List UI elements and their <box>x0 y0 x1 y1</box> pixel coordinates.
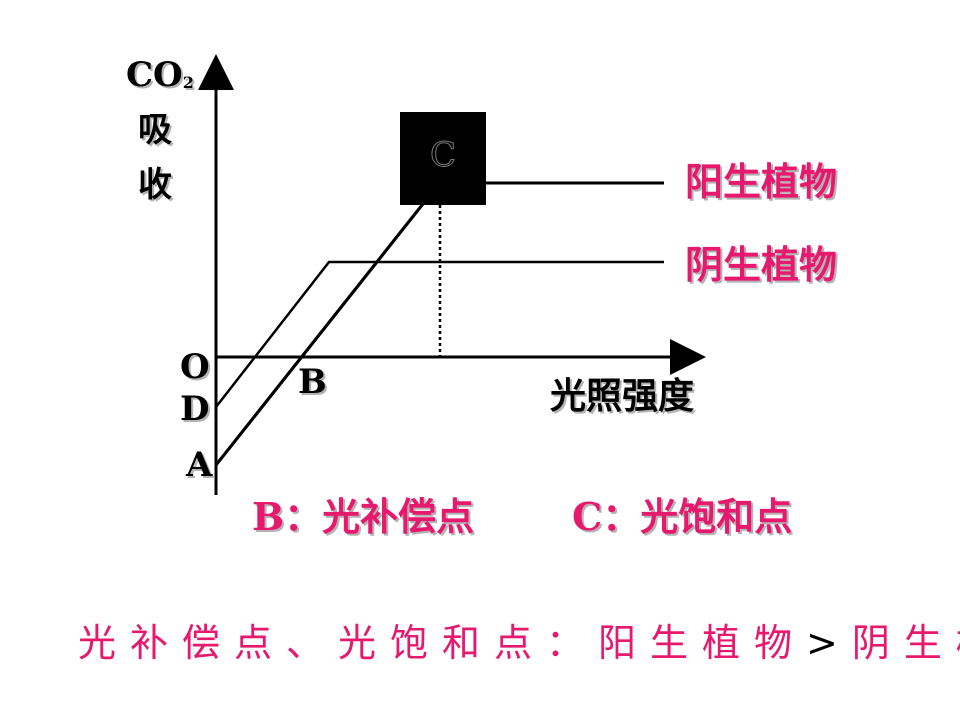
conclusion-operator: > <box>806 621 852 665</box>
x-axis-label: 光照强度 <box>550 375 695 417</box>
legend-sun-plant: 阳生植物 <box>685 159 838 204</box>
definition-saturation-point: C：光饱和点 <box>572 494 793 539</box>
c-point-box <box>400 112 486 205</box>
definition-compensation-point: B：光补偿点 <box>252 494 475 539</box>
y-axis-label-co: CO <box>126 55 183 95</box>
sun-plant-curve-second <box>214 194 432 466</box>
conclusion-right: 阴生植物 <box>851 621 960 665</box>
y-axis-label-char-1: 吸 <box>138 110 172 150</box>
point-label-a: A <box>186 445 213 485</box>
y-axis-label-char-2: 收 <box>138 165 172 205</box>
point-label-o: O <box>180 347 210 387</box>
shade-plant-curve <box>215 260 664 408</box>
conclusion-left: 光补偿点、光饱和点：阳生植物 <box>78 621 807 665</box>
legend-shade-plant: 阴生植物 <box>685 242 838 287</box>
point-label-b: B <box>298 362 327 402</box>
point-label-d: D <box>180 389 210 429</box>
conclusion-line: 光补偿点、光饱和点：阳生植物>阴生植物 <box>78 612 960 667</box>
y-axis-label-sub: 2 <box>182 73 194 92</box>
y-axis-label-co2: CO2 <box>126 58 194 92</box>
point-label-c: C <box>429 135 457 175</box>
